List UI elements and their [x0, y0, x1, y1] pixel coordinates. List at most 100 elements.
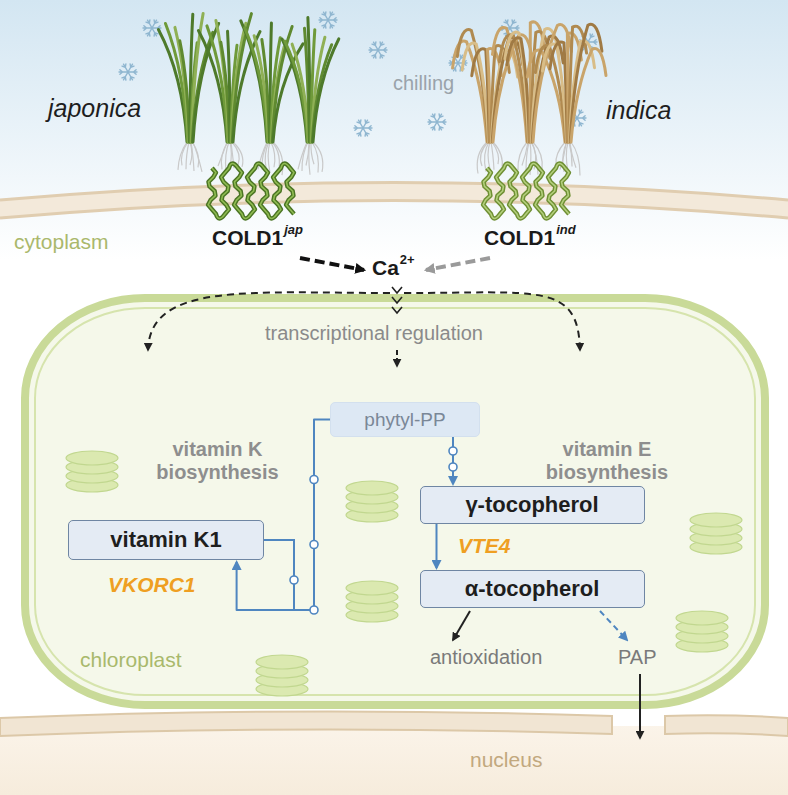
membrane-line — [0, 201, 788, 219]
root — [302, 142, 308, 171]
thylakoid — [346, 481, 398, 495]
rice-leaf — [285, 41, 308, 142]
nuclear-envelope — [665, 715, 788, 736]
calcium-arrow — [300, 258, 364, 270]
snowflake — [428, 114, 446, 130]
cell-membrane — [0, 183, 788, 219]
protein-name: COLD1 — [212, 226, 283, 250]
snowflake — [354, 120, 372, 136]
rice-leaf — [245, 28, 268, 142]
rice-leaf — [193, 23, 219, 142]
rice-leaf — [165, 23, 187, 142]
signal-chevrons — [392, 287, 402, 313]
rice-leaf — [462, 43, 488, 142]
intermediate-dot — [310, 606, 318, 614]
sky — [0, 0, 788, 260]
root — [488, 142, 490, 169]
process-box: γ-tocopherol — [420, 486, 645, 524]
compartment-label: cytoplasm — [14, 230, 109, 254]
recycling-line — [264, 540, 294, 610]
thylakoid — [256, 655, 308, 669]
variety-label: japonica — [48, 94, 141, 123]
rice-leaf — [254, 36, 268, 142]
rice-leaf — [175, 27, 189, 142]
intermediate-dot — [310, 476, 318, 484]
region: nucleus — [0, 722, 788, 795]
root — [493, 142, 502, 169]
rice-leaf — [550, 42, 567, 142]
rice-leaf — [542, 44, 566, 142]
process-box: vitamin K1 — [68, 520, 264, 560]
thylakoid — [676, 611, 728, 625]
box-label: vitamin K1 — [110, 527, 221, 553]
box-label: phytyl-PP — [364, 409, 445, 431]
root — [191, 142, 194, 171]
membrane-line — [0, 183, 788, 201]
intermediate-dot — [449, 463, 457, 471]
pathway-arrow — [436, 524, 438, 568]
regulation-arrow — [396, 350, 398, 366]
rice-leaf — [228, 31, 230, 142]
box-label: α-tocopherol — [465, 576, 600, 602]
charge-superscript: 2+ — [400, 252, 415, 267]
antioxidation-arrow — [453, 611, 470, 640]
process-label: transcriptional regulation — [265, 322, 483, 345]
enzyme-name: VTE4 — [458, 534, 511, 558]
cold1-proteins — [208, 164, 569, 219]
pathway-label: vitamin K biosynthesis — [135, 438, 300, 484]
protein-name: COLD1 — [484, 226, 555, 250]
intermediate-dot — [290, 576, 298, 584]
region-label: nucleus — [470, 748, 542, 772]
rice-leaf — [180, 41, 189, 142]
root — [309, 142, 310, 175]
calcium-arrow — [426, 258, 490, 270]
process-box: α-tocopherol — [420, 570, 645, 608]
rice-leaf — [533, 25, 571, 142]
pap-arrow — [600, 611, 627, 640]
intermediate-dot — [449, 447, 457, 455]
root — [193, 142, 202, 172]
snowflake — [319, 12, 337, 28]
rice-leaf — [273, 44, 303, 142]
enzyme-name: VKORC1 — [108, 573, 196, 597]
cold1-highlight — [483, 164, 569, 219]
cold1-protein — [208, 164, 294, 219]
region-label: chloroplast — [80, 648, 182, 672]
box-label: γ-tocopherol — [465, 492, 598, 518]
process-box: phytyl-PP — [330, 402, 480, 437]
thylakoid — [66, 451, 118, 465]
region: chloroplast phytyl-PP vitamin K1 γ-tocopher… — [25, 298, 765, 705]
chloroplast-inner-membrane — [35, 308, 755, 695]
rice-leaf — [505, 32, 529, 142]
root — [571, 142, 580, 176]
rice-leaf — [570, 24, 602, 142]
thylakoids — [66, 451, 742, 696]
rice-leaf — [571, 49, 606, 142]
root — [268, 142, 270, 173]
condition-label: chilling — [393, 72, 454, 95]
nuclear-envelope — [0, 711, 612, 736]
rice-leaf — [507, 38, 529, 142]
allele-superscript: jap — [284, 222, 303, 237]
cold1-highlight — [208, 164, 294, 219]
output-label: antioxidation — [430, 646, 542, 669]
allele-superscript: ind — [556, 222, 576, 237]
root — [186, 142, 189, 169]
cold1-protein — [483, 164, 569, 219]
thylakoid — [346, 581, 398, 595]
variety-label: indica — [606, 96, 671, 125]
intermediate-dot — [310, 541, 318, 549]
root — [313, 142, 323, 172]
pathway-label: vitamin E biosynthesis — [522, 438, 692, 484]
snowflake — [369, 42, 387, 58]
nuclear-arrow — [639, 674, 641, 738]
snowflake — [143, 20, 161, 36]
rice-leaf — [457, 30, 487, 142]
pathway-arrow — [452, 437, 454, 484]
rice-leaf — [262, 39, 269, 142]
root — [491, 142, 494, 170]
snowflake — [119, 64, 137, 80]
thylakoid — [690, 513, 742, 527]
rice-leaf — [313, 39, 339, 142]
